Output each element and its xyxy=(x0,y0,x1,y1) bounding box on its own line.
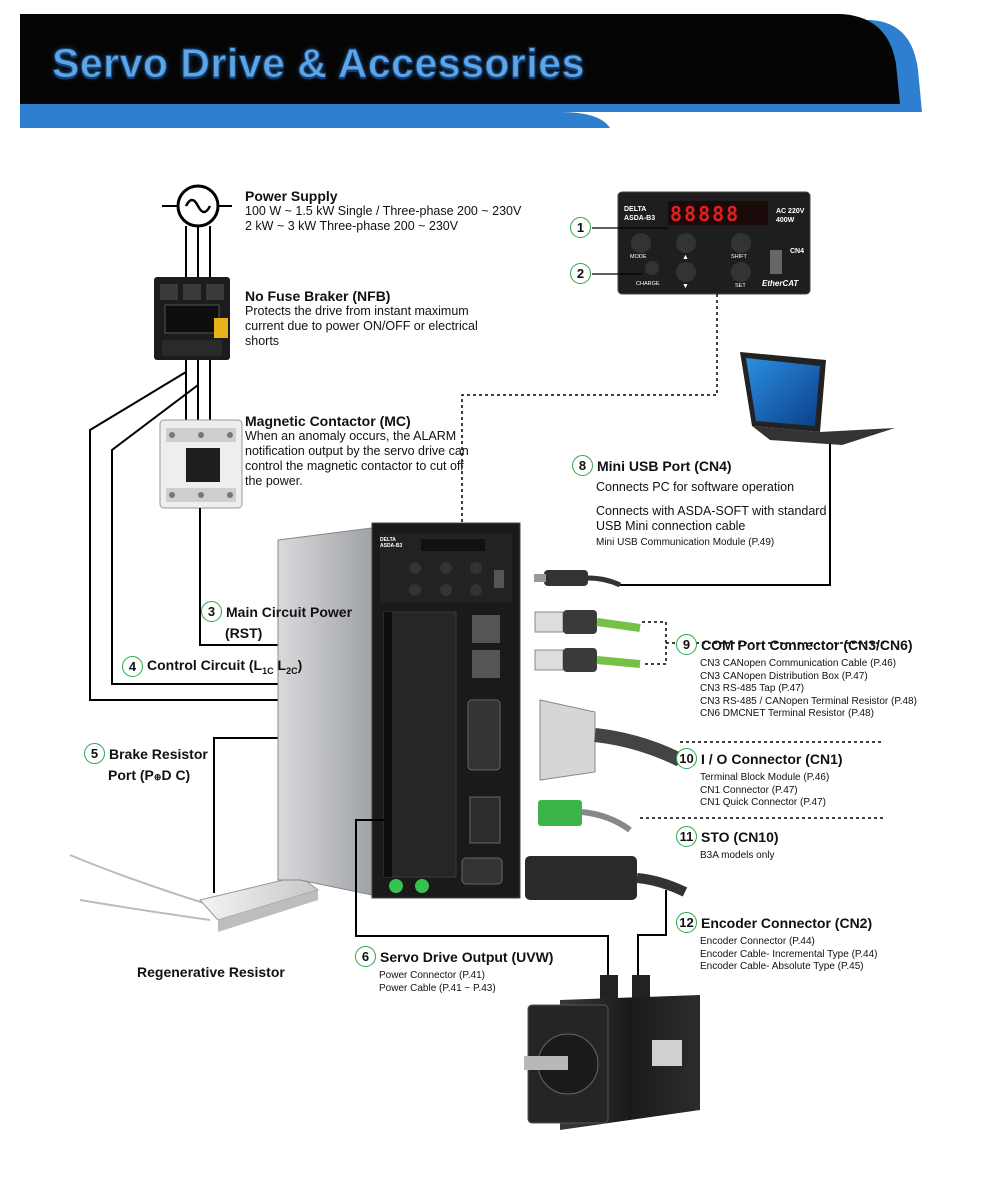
item-title: Servo Drive Output (UVW) xyxy=(380,948,554,965)
callout-11: 11 xyxy=(676,826,697,847)
item-title-cont: Port (P⊕D C) xyxy=(108,767,208,783)
power-supply-line: 100 W ~ 1.5 kW Single / Three-phase 200 … xyxy=(245,204,522,218)
regen-resistor-label: Regenerative Resistor xyxy=(137,964,285,980)
servo-drive xyxy=(277,522,521,899)
subscript: 1C xyxy=(262,665,274,676)
magnetic-contactor xyxy=(159,419,243,509)
list-item: CN3 RS-485 / CANopen Terminal Resistor (… xyxy=(700,695,917,707)
com-cables xyxy=(534,610,641,672)
power-supply-block: Power Supply 100 W ~ 1.5 kW Single / Thr… xyxy=(245,188,521,234)
nfb-desc: Protects the drive from instant maximum … xyxy=(245,304,478,348)
mc-desc: When an anomaly occurs, the ALARM notifi… xyxy=(245,429,469,488)
servo-motor xyxy=(524,975,700,1130)
list-item: Power Cable (P.41 ~ P.43) xyxy=(379,982,496,994)
item-title: Mini USB Port (CN4) xyxy=(597,457,732,474)
list-item: Encoder Cable- Absolute Type (P.45) xyxy=(700,961,864,972)
item-title-part: ) xyxy=(297,657,303,674)
list-item: CN1 Connector (P.47) xyxy=(700,784,798,796)
item-title-part: L xyxy=(273,657,287,674)
callout-9: 9 xyxy=(676,634,697,655)
cn4-label: CN4 xyxy=(790,248,805,255)
callout-5: 5 xyxy=(84,743,105,764)
nfb-block: No Fuse Braker (NFB) Protects the drive … xyxy=(245,288,490,349)
regenerative-resistor xyxy=(69,854,320,932)
ac-power-symbol xyxy=(162,184,232,278)
item-title: Encoder Connector (CN2) xyxy=(701,914,873,931)
item-title: Main Circuit Power xyxy=(226,603,353,620)
item-title-part: Port (P xyxy=(108,767,154,783)
list-item: CN3 CANopen Communication Cable (P.46) xyxy=(700,658,897,669)
item-title: STO (CN10) xyxy=(701,828,779,845)
item-control-circuit: 4 Control Circuit (L1C L2C) xyxy=(122,656,302,677)
list-item: Encoder Connector (P.44) xyxy=(700,936,815,947)
laptop xyxy=(740,352,895,445)
ethercat-logo: EtherCAT xyxy=(762,279,799,288)
power-supply-line: 2 kW ~ 3 kW Three-phase 200 ~ 230V xyxy=(245,219,459,233)
callout-8: 8 xyxy=(572,455,593,476)
io-connector xyxy=(539,699,684,781)
list-item: Mini USB Communication Module (P.49) xyxy=(596,537,775,548)
mc-title: Magnetic Contactor (MC) xyxy=(245,413,411,429)
callout-10: 10 xyxy=(676,748,697,769)
mc-block: Magnetic Contactor (MC) When an anomaly … xyxy=(245,413,470,489)
sto-connector xyxy=(538,800,632,833)
shift-key[interactable]: SHIFT xyxy=(731,254,747,260)
nfb-title: No Fuse Braker (NFB) xyxy=(245,288,391,304)
item-title: Brake Resistor xyxy=(109,745,208,762)
item-desc: Connects with ASDA-SOFT with standard US… xyxy=(596,504,827,533)
list-item: Power Connector (P.41) xyxy=(379,970,485,981)
item-title: Control Circuit (L xyxy=(147,657,263,674)
page-title: Servo Drive & Accessories xyxy=(52,40,585,87)
list-item: CN3 CANopen Distribution Box (P.47) xyxy=(700,670,868,682)
nfb-breaker xyxy=(154,277,230,360)
callout-1: 1 xyxy=(570,217,591,238)
callout-6: 6 xyxy=(355,946,376,967)
encoder-connector xyxy=(525,856,688,900)
usb-cable xyxy=(534,570,622,588)
charge-indicator: CHARGE xyxy=(636,281,660,287)
title-banner xyxy=(20,14,922,128)
list-item: B3A models only xyxy=(700,850,775,861)
list-item: Terminal Block Module (P.46) xyxy=(700,772,830,783)
up-key[interactable]: ▲ xyxy=(682,254,689,261)
callout-4: 4 xyxy=(122,656,143,677)
keypad-display: 88888 xyxy=(670,202,741,226)
callout-2: 2 xyxy=(570,263,591,284)
list-item: CN3 RS-485 Tap (P.47) xyxy=(700,683,805,694)
subscript: 2C xyxy=(286,665,298,676)
item-title: I / O Connector (CN1) xyxy=(701,750,843,767)
item-desc: Connects PC for software operation xyxy=(596,480,795,494)
list-item: Encoder Cable- Incremental Type (P.44) xyxy=(700,948,878,960)
list-item: CN6 DMCNET Terminal Resistor (P.48) xyxy=(700,708,874,719)
power-supply-title: Power Supply xyxy=(245,188,338,204)
plus-symbol: ⊕ xyxy=(153,772,162,782)
callout-3: 3 xyxy=(201,601,222,622)
set-key[interactable]: SET xyxy=(735,283,746,289)
item-title-part: D C) xyxy=(161,767,191,783)
down-key[interactable]: ▼ xyxy=(682,283,689,290)
drive-keypad xyxy=(617,191,811,295)
item-title: COM Port Connector (CN3/CN6) xyxy=(701,636,913,653)
list-item: CN1 Quick Connector (P.47) xyxy=(700,797,826,808)
callout-12: 12 xyxy=(676,912,697,933)
item-title-cont: (RST) xyxy=(225,625,263,641)
mode-key[interactable]: MODE xyxy=(630,254,647,260)
